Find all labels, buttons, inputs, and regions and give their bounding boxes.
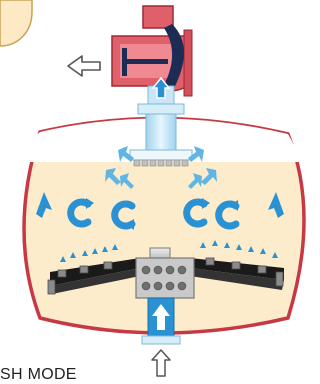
inlet-flange: [141, 335, 181, 345]
pipe-flange: [137, 103, 185, 115]
outlet-arrow-icon: [67, 55, 101, 77]
swirl-arrowheads: [86, 198, 238, 230]
manifold-ports: [141, 265, 187, 291]
swirl-arrow-icon: [67, 198, 240, 230]
flow-arrow-icon: [151, 76, 171, 99]
converging-flow-arrows: [105, 146, 217, 189]
upper-nozzle-row: [133, 159, 189, 167]
nozzle-jet-arrows: [60, 240, 278, 262]
mode-caption: SH MODE: [0, 366, 77, 383]
upper-pipe: [145, 113, 177, 153]
inlet-flow-arrow-icon: [152, 304, 170, 330]
lower-spray-arm-left: [50, 258, 140, 294]
valve-handle-icon: [122, 48, 168, 76]
inlet-arrow-icon: [151, 349, 171, 377]
side-flow-arrows: [36, 192, 284, 218]
manifold-block: [135, 257, 195, 299]
corner-badge: [0, 0, 33, 47]
upper-spray-head: [129, 149, 193, 161]
arm-nozzles: [47, 257, 284, 295]
